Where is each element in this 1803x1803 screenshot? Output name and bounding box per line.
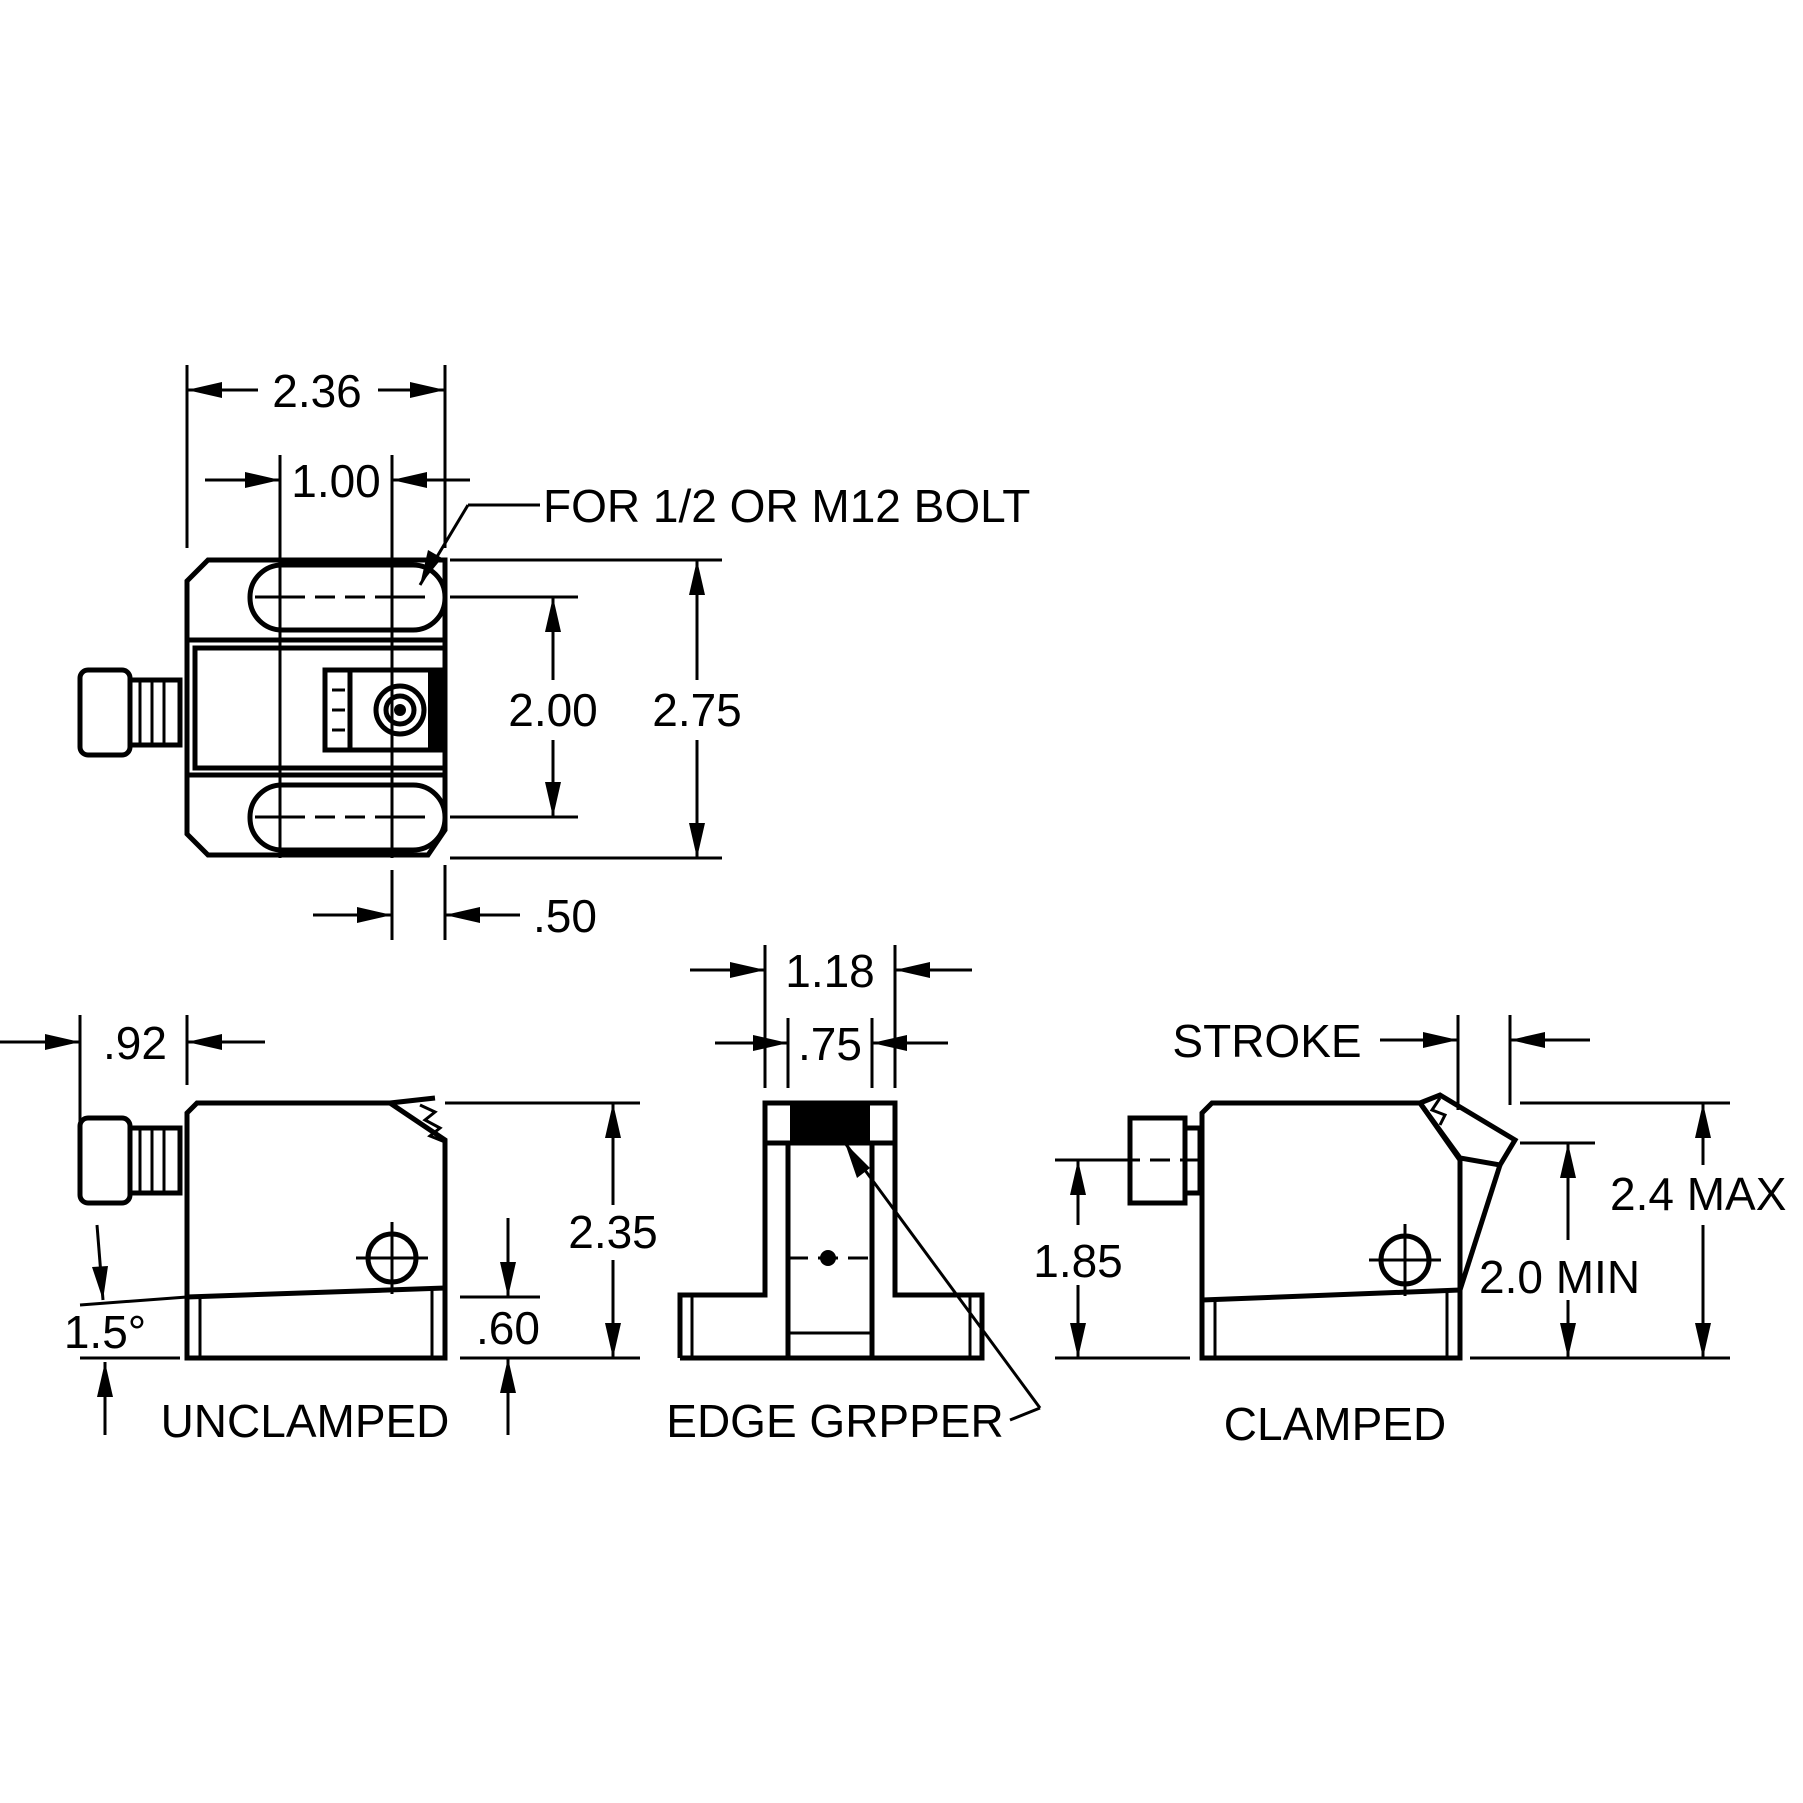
top-view: 2.36 1.00 FOR 1/2 OR M12 BOLT [77,365,1030,942]
bolt-note: FOR 1/2 OR M12 BOLT [543,480,1030,532]
clamped-caption: CLAMPED [1224,1398,1446,1450]
height-dimension: 2.35 [568,1206,658,1258]
stroke-label: STROKE [1172,1015,1361,1067]
max-height-dimension: 2.4 MAX [1610,1168,1786,1220]
screw-height-dimension: 1.85 [1033,1235,1123,1287]
edge-gripper-view: 1.18 .75 EDGE GRPPER [666,945,1042,1447]
base-height-dimension: .60 [476,1302,540,1354]
min-height-dimension: 2.0 MIN [1479,1251,1640,1303]
edge-offset-dimension: .50 [533,890,597,942]
slot-spacing-dimension: 1.00 [291,455,381,507]
unclamped-view: .92 1.5° .60 [0,1015,658,1447]
screw-offset-dimension: .92 [103,1017,167,1069]
width-dimension: 1.18 [785,945,875,997]
angle-dimension: 1.5° [64,1306,146,1358]
slot-center-distance-dimension: 2.00 [508,684,598,736]
unclamped-caption: UNCLAMPED [161,1395,450,1447]
clamped-view: STROKE 1.85 [1033,1015,1786,1450]
edge-gripper-caption: EDGE GRPPER [666,1395,1003,1447]
overall-height-dimension: 2.75 [652,684,742,736]
gripper-width-dimension: .75 [798,1018,862,1070]
overall-width-dimension: 2.36 [272,365,362,417]
